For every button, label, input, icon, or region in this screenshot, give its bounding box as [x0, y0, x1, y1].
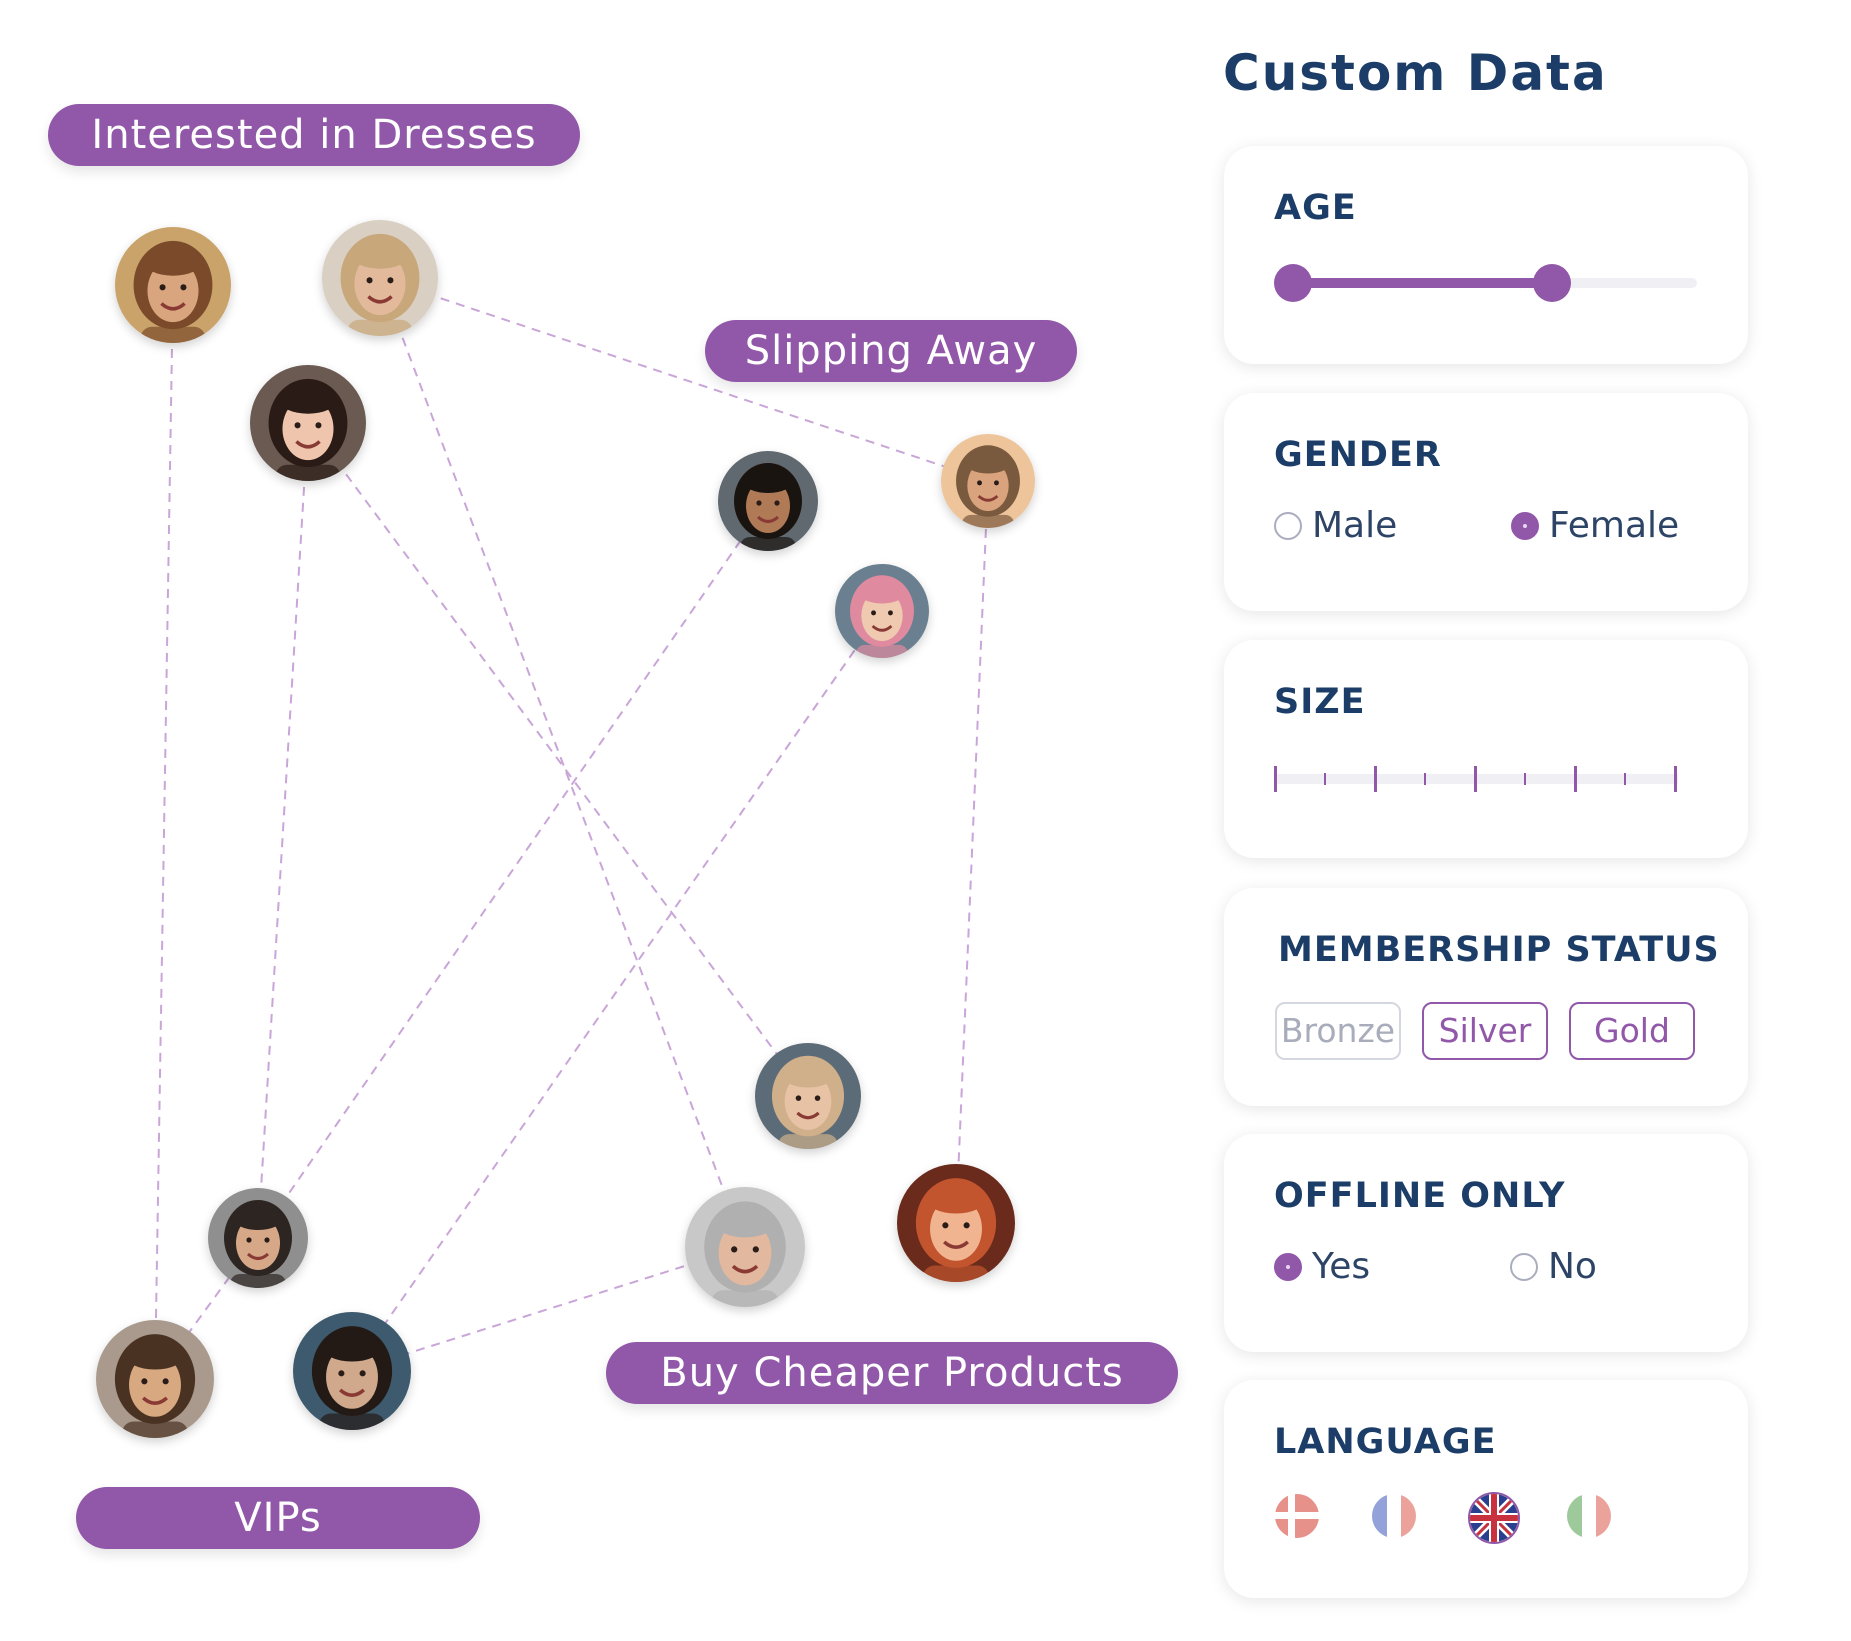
age-slider-max-handle[interactable] [1532, 264, 1571, 302]
size-ruler-tick [1524, 773, 1526, 785]
connection-line [307, 422, 809, 1097]
gender-radio-male[interactable]: Male [1274, 505, 1397, 546]
connection-line [351, 610, 883, 1372]
size-label: SIZE [1274, 682, 1366, 722]
size-ruler-tick [1374, 766, 1377, 792]
size-ruler-tick [1424, 773, 1426, 785]
segment-label-slipping-away[interactable]: Slipping Away [705, 320, 1077, 382]
language-card: LANGUAGE [1224, 1380, 1748, 1598]
connection-line [955, 480, 989, 1224]
denmark-flag-icon[interactable] [1275, 1494, 1319, 1538]
segment-label-dresses[interactable]: Interested in Dresses [48, 104, 580, 166]
age-label: AGE [1274, 188, 1357, 228]
membership-chip-silver[interactable]: Silver [1422, 1002, 1548, 1060]
age-slider-range [1293, 278, 1552, 288]
france-flag-icon[interactable] [1372, 1494, 1416, 1538]
gender-label: GENDER [1274, 435, 1442, 475]
connection-line [351, 1246, 746, 1372]
avatar-man-stubble-smiling[interactable] [208, 1188, 308, 1288]
avatar-older-man-glasses[interactable] [685, 1187, 805, 1307]
membership-chip-gold[interactable]: Gold [1569, 1002, 1695, 1060]
offline-card: OFFLINE ONLY Yes No [1224, 1134, 1748, 1352]
connection-line [154, 284, 174, 1380]
radio-circle-icon [1274, 511, 1302, 540]
connection-line [379, 277, 989, 482]
avatar-man-dark-hair-serious[interactable] [293, 1312, 411, 1430]
avatar-woman-red-hair-smiling[interactable] [897, 1164, 1015, 1282]
avatar-woman-black-beanie[interactable] [755, 1043, 861, 1149]
age-slider-min-handle[interactable] [1274, 264, 1312, 302]
avatar-woman-sunset-short-hair[interactable] [941, 434, 1035, 528]
membership-chip-bronze[interactable]: Bronze [1275, 1002, 1401, 1060]
membership-label: MEMBERSHIP STATUS [1278, 930, 1720, 970]
size-ruler-tick [1274, 766, 1277, 792]
italy-flag-icon[interactable] [1567, 1494, 1611, 1538]
age-slider[interactable] [1274, 264, 1697, 302]
size-ruler-tick [1324, 773, 1326, 785]
connection-line [257, 422, 309, 1239]
connection-line [379, 277, 746, 1248]
radio-circle-icon [1510, 1252, 1538, 1281]
segment-label-buy-cheaper[interactable]: Buy Cheaper Products [606, 1342, 1178, 1404]
radio-circle-icon [1511, 511, 1539, 540]
offline-option-no-label: No [1548, 1246, 1597, 1287]
size-ruler-slider[interactable] [1274, 760, 1678, 792]
size-ruler-tick [1474, 766, 1477, 792]
radio-circle-icon [1274, 1252, 1302, 1281]
panel-title: Custom Data [1223, 44, 1608, 102]
uk-flag-icon[interactable] [1468, 1492, 1520, 1544]
offline-label: OFFLINE ONLY [1274, 1176, 1566, 1216]
avatar-woman-red-lipstick[interactable] [250, 365, 366, 481]
avatar-woman-bangs-smiling[interactable] [96, 1320, 214, 1438]
avatar-woman-smiling-brown-hair[interactable] [115, 227, 231, 343]
offline-radio-no[interactable]: No [1510, 1246, 1597, 1287]
age-card: AGE [1224, 146, 1748, 364]
gender-option-male-label: Male [1312, 505, 1398, 546]
avatar-woman-pink-hair-glasses[interactable] [835, 564, 929, 658]
membership-card: MEMBERSHIP STATUS Bronze Silver Gold [1224, 888, 1748, 1106]
language-label: LANGUAGE [1274, 1422, 1497, 1462]
gender-radio-female[interactable]: Female [1511, 505, 1679, 546]
segment-label-vips[interactable]: VIPs [76, 1487, 480, 1549]
size-card: SIZE [1224, 640, 1748, 858]
avatar-woman-blonde-long-hair[interactable] [322, 220, 438, 336]
connection-line [257, 500, 769, 1239]
offline-radio-yes[interactable]: Yes [1274, 1246, 1370, 1287]
offline-option-yes-label: Yes [1312, 1246, 1371, 1287]
gender-option-female-label: Female [1549, 505, 1680, 546]
size-ruler-tick [1624, 773, 1626, 785]
avatar-man-short-dark-hair[interactable] [718, 451, 818, 551]
size-ruler-tick [1574, 766, 1577, 792]
gender-card: GENDER Male Female [1224, 393, 1748, 611]
size-ruler-tick [1674, 766, 1677, 792]
